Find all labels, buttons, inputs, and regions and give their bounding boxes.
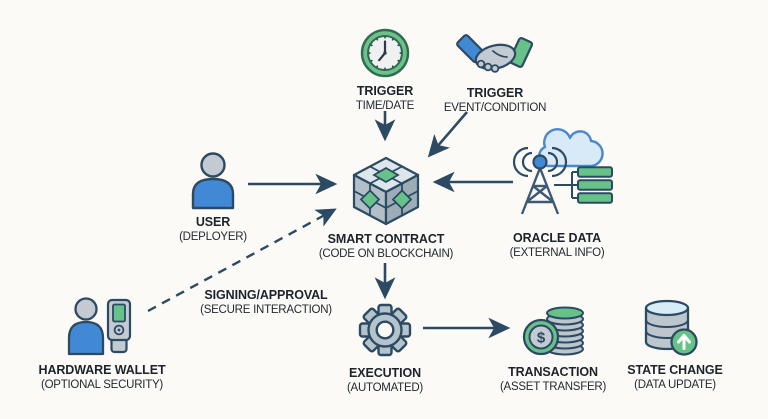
transaction-subtitle: (ASSET TRANSFER)	[499, 381, 607, 394]
node-oracle-data: ORACLE DATA (EXTERNAL INFO)	[492, 126, 622, 261]
node-state-change: STATE CHANGE (DATA UPDATE)	[613, 296, 737, 393]
signing-title: SIGNING/APPROVAL	[204, 288, 328, 302]
gear-icon	[358, 303, 412, 357]
smart-contract-subtitle: (CODE ON BLOCKCHAIN)	[318, 248, 454, 261]
node-execution: EXECUTION (AUTOMATED)	[325, 299, 445, 396]
trigger-event-subtitle: EVENT/CONDITION	[443, 102, 547, 115]
arrow-wallet-to-contract-dashed	[147, 208, 337, 313]
hardware-wallet-icon	[67, 297, 132, 356]
oracle-tower-icon	[512, 128, 613, 215]
user-title: USER	[195, 215, 231, 229]
trigger-time-title: TRIGGER	[356, 84, 414, 98]
node-trigger-time: TRIGGER TIME/DATE	[325, 27, 445, 114]
node-user: USER (DEPLOYER)	[153, 152, 273, 245]
hardware-wallet-subtitle: (OPTIONAL SECURITY)	[41, 379, 163, 392]
node-smart-contract: SMART CONTRACT (CODE ON BLOCKCHAIN)	[306, 156, 466, 262]
signing-subtitle: (SECURE INTERACTION)	[200, 304, 332, 317]
execution-title: EXECUTION	[348, 366, 422, 380]
state-change-subtitle: (DATA UPDATE)	[634, 379, 716, 392]
transaction-title: TRANSACTION	[508, 365, 598, 379]
oracle-data-subtitle: (EXTERNAL INFO)	[509, 247, 605, 260]
smart-contract-title: SMART CONTRACT	[327, 232, 445, 246]
node-hardware-wallet: HARDWARE WALLET (OPTIONAL SECURITY)	[22, 296, 182, 393]
hardware-wallet-title: HARDWARE WALLET	[38, 363, 166, 377]
node-trigger-event: TRIGGER EVENT/CONDITION	[427, 30, 563, 116]
user-subtitle: (DEPLOYER)	[179, 231, 247, 244]
user-icon	[191, 152, 235, 210]
node-transaction: $ TRANSACTION (ASSET TRANSFER)	[491, 296, 615, 395]
dollar-sign-glyph: $	[537, 330, 546, 347]
state-change-title: STATE CHANGE	[627, 363, 723, 377]
oracle-data-title: ORACLE DATA	[512, 231, 601, 245]
database-icon	[644, 299, 698, 356]
execution-subtitle: (AUTOMATED)	[346, 382, 424, 395]
arrow-trigger-event-to-contract	[427, 111, 468, 158]
coins-icon: $	[522, 306, 584, 356]
clock-icon	[360, 28, 410, 78]
trigger-event-title: TRIGGER	[466, 86, 524, 100]
blockchain-cube-icon	[352, 156, 420, 226]
trigger-time-subtitle: TIME/DATE	[355, 100, 415, 113]
node-signing-approval: SIGNING/APPROVAL (SECURE INTERACTION)	[186, 287, 346, 318]
handshake-icon	[456, 34, 534, 73]
